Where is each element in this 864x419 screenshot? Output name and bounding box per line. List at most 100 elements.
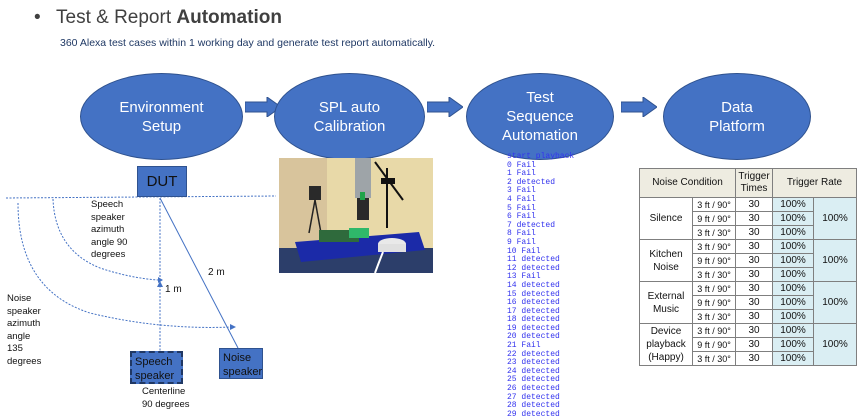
log-line: 10 Fail — [507, 246, 541, 256]
log-line: 25 detected — [507, 375, 560, 385]
group-total-rate-cell: 100% — [813, 197, 857, 240]
trigger-rate-cell: 100% — [772, 281, 814, 296]
log-line: 20 detected — [507, 332, 560, 342]
log-line: 7 detected — [507, 220, 556, 230]
speech-azimuth-label: Speech speaker azimuth angle 90 degrees — [91, 199, 127, 262]
trigger-times-cell: 30 — [735, 211, 773, 226]
log-line: 14 detected — [507, 280, 560, 290]
log-line: 19 detected — [507, 323, 560, 333]
label-line: speaker — [91, 211, 125, 223]
trigger-rate-cell: 100% — [772, 225, 814, 240]
centerline-label: Centerline 90 degrees — [142, 386, 190, 411]
arrow-head — [157, 281, 163, 287]
position-cell: 3 ft / 90° — [692, 281, 736, 296]
log-line: 2 detected — [507, 177, 556, 187]
log-line: 0 Fail — [507, 160, 536, 170]
title-bold: Automation — [176, 7, 282, 28]
label-line: speaker — [135, 370, 175, 382]
noise-arc — [17, 202, 233, 328]
step-text: Calibration — [313, 117, 386, 135]
group-total-rate-cell: 100% — [813, 323, 857, 366]
trigger-times-cell: 30 — [735, 281, 773, 296]
step-text: Automation — [502, 127, 578, 144]
group-total-rate-cell: 100% — [813, 281, 857, 324]
log-line: 12 detected — [507, 263, 560, 273]
test-rig-photo — [279, 158, 433, 273]
trigger-times-cell: 30 — [735, 337, 773, 352]
log-line: start playback — [507, 152, 575, 161]
speech-speaker-box: Speech speaker — [130, 351, 183, 384]
label-line: azimuth — [7, 318, 41, 329]
trigger-rate-cell: 100% — [772, 323, 814, 338]
step-text: Test — [526, 89, 554, 106]
log-line: 6 Fail — [507, 212, 536, 222]
position-cell: 3 ft / 30° — [692, 309, 736, 324]
label-line: Noise — [7, 293, 32, 304]
log-line: 23 detected — [507, 358, 560, 368]
trigger-rate-cell: 100% — [772, 253, 814, 268]
setup-diagram-lines — [5, 195, 277, 352]
noise-condition-cell: Kitchen Noise — [639, 239, 693, 282]
log-line: 11 detected — [507, 255, 560, 265]
label-line: Speech — [91, 199, 124, 210]
trigger-times-cell: 30 — [735, 323, 773, 338]
noise-line — [159, 197, 239, 349]
label-line: angle — [7, 330, 31, 342]
log-line: 9 Fail — [507, 237, 536, 247]
trigger-rate-cell: 100% — [772, 267, 814, 282]
arrow-head — [158, 277, 163, 283]
page-title: •Test & Report Automation — [34, 7, 282, 29]
log-line: 24 detected — [507, 366, 560, 376]
log-line: 13 Fail — [507, 272, 541, 282]
header-noise-condition: Noise Condition — [639, 168, 736, 198]
log-line: 26 detected — [507, 384, 560, 394]
position-cell: 9 ft / 90° — [692, 211, 736, 226]
position-cell: 9 ft / 90° — [692, 295, 736, 310]
log-line: 16 detected — [507, 298, 560, 308]
step-text: Environment — [119, 98, 204, 116]
position-cell: 3 ft / 30° — [692, 267, 736, 282]
log-line: 22 detected — [507, 349, 560, 359]
title-plain: Test & Report — [56, 7, 177, 28]
trigger-rate-cell: 100% — [772, 351, 814, 366]
label-line: speaker — [223, 366, 263, 378]
trigger-rate-cell: 100% — [772, 337, 814, 352]
trigger-rate-cell: 100% — [772, 309, 814, 324]
baseline — [5, 195, 277, 199]
label-line: 90 degrees — [142, 398, 190, 410]
log-line: 21 Fail — [507, 341, 541, 351]
dut-box: DUT — [137, 166, 187, 197]
trigger-times-cell: 30 — [735, 295, 773, 310]
trigger-times-cell: 30 — [735, 225, 773, 240]
distance-1m: 1 m — [165, 284, 182, 295]
noise-condition-cell: Silence — [639, 197, 693, 240]
log-line: 5 Fail — [507, 203, 536, 213]
label-line: speaker — [7, 305, 41, 317]
results-table: Noise Condition Trigger Times Trigger Ra… — [639, 168, 857, 366]
header-trigger-rate: Trigger Rate — [772, 168, 857, 198]
step-text: Sequence — [506, 108, 574, 125]
trigger-rate-cell: 100% — [772, 197, 814, 212]
label-line: Speech — [135, 356, 173, 368]
log-line: 18 detected — [507, 315, 560, 325]
position-cell: 9 ft / 90° — [692, 253, 736, 268]
trigger-times-cell: 30 — [735, 253, 773, 268]
position-cell: 3 ft / 90° — [692, 239, 736, 254]
log-line: 1 Fail — [507, 169, 536, 179]
log-line: 4 Fail — [507, 194, 536, 204]
label-line: degrees — [7, 355, 42, 367]
step-text: Data — [721, 98, 753, 116]
right-arrow-icon — [621, 97, 657, 117]
group-total-rate-cell: 100% — [813, 239, 857, 282]
